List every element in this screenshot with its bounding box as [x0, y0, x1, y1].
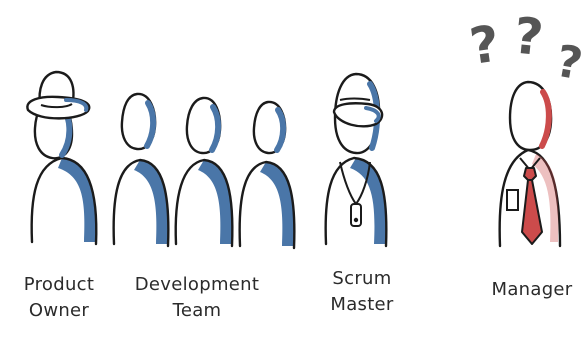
product-owner-figure — [26, 70, 98, 246]
development-team-label: Development Team — [122, 272, 272, 324]
question-mark: ? — [511, 6, 546, 67]
development-team-figure-2 — [174, 96, 234, 248]
development-team-figure-3 — [238, 100, 296, 250]
pocket-icon — [506, 189, 519, 211]
scrum-master-figure — [324, 72, 388, 248]
necktie-icon — [521, 167, 543, 245]
manager-figure: ? ? ? — [466, 6, 586, 248]
scrum-master-label-line2: Master — [330, 294, 394, 315]
scrum-master-label: Scrum Master — [312, 266, 412, 318]
scrum-master-label-line1: Scrum — [332, 268, 392, 289]
product-owner-label-line1: Product — [23, 274, 95, 295]
development-team-label-line2: Team — [172, 300, 222, 321]
manager-label: Manager — [476, 277, 588, 303]
whistle-icon — [350, 203, 362, 227]
development-team-label-line1: Development — [134, 274, 260, 295]
question-mark: ? — [466, 14, 503, 75]
manager-label-line1: Manager — [491, 279, 573, 300]
question-mark: ? — [552, 36, 586, 91]
development-team-figure-1 — [112, 92, 170, 248]
product-owner-label: Product Owner — [4, 272, 114, 324]
product-owner-label-line2: Owner — [28, 300, 90, 321]
hat-icon — [26, 70, 91, 120]
